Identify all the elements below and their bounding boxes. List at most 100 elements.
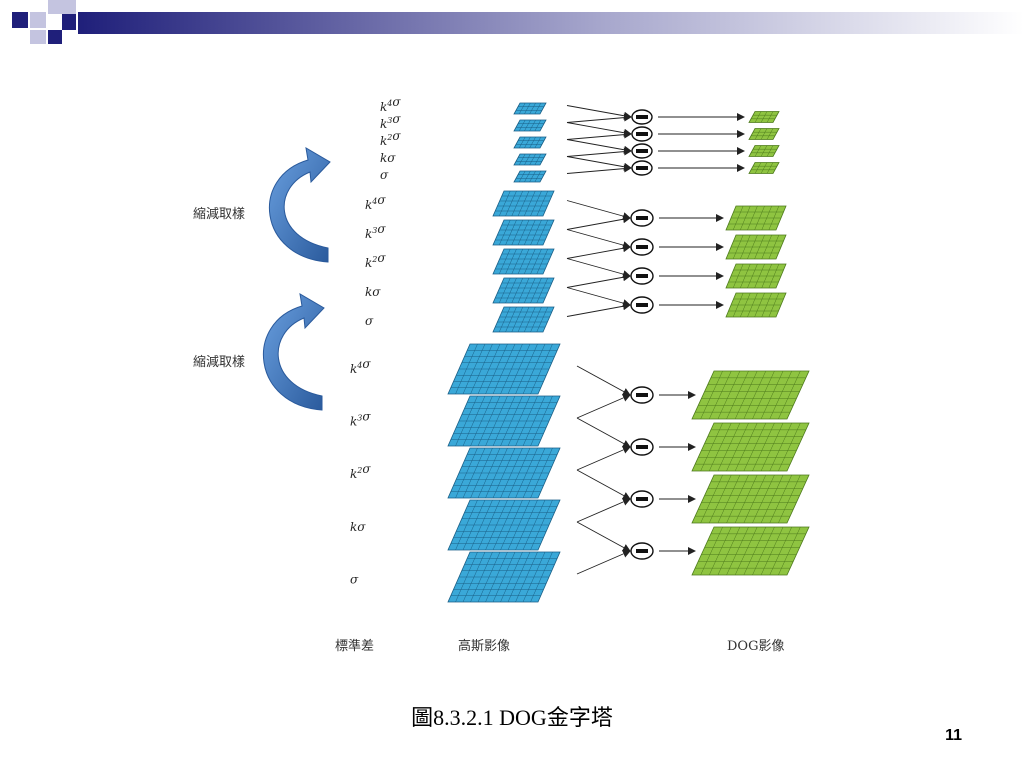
input-arrow — [566, 215, 631, 230]
input-arrow — [566, 229, 631, 249]
downsample-arrow-upper — [269, 147, 331, 263]
gaussian-image — [513, 102, 547, 115]
header-square — [48, 0, 62, 14]
header-square — [62, 14, 76, 30]
input-arrow — [566, 302, 631, 317]
subtract-operator — [630, 386, 654, 404]
sigma-label: σ — [380, 168, 389, 182]
input-arrow — [576, 446, 631, 471]
gaussian-image — [447, 395, 561, 447]
header-square — [30, 12, 46, 28]
subtract-operator — [631, 126, 653, 142]
sigma-label: kσ — [380, 151, 396, 165]
gaussian-image — [513, 136, 547, 149]
input-arrow — [566, 139, 632, 154]
figure-caption: 圖8.3.2.1 DOG金字塔 — [411, 705, 613, 730]
input-arrow — [576, 394, 631, 419]
input-arrow — [566, 258, 631, 278]
subtract-operator — [630, 542, 654, 560]
downsample-label-lower: 縮減取樣 — [193, 354, 245, 370]
input-arrow — [566, 244, 631, 259]
sigma-label: k2σ — [380, 129, 401, 148]
gaussian-image — [447, 499, 561, 551]
dog-image — [725, 234, 787, 260]
subtract-operator — [630, 296, 654, 314]
subtract-operator — [630, 438, 654, 456]
sigma-label: k3σ — [365, 222, 386, 241]
downsample-arrow-lower — [263, 293, 325, 411]
gaussian-image — [492, 190, 555, 217]
dog-images — [691, 111, 810, 576]
header-square — [12, 12, 28, 28]
subtract-operator — [630, 238, 654, 256]
dog-image — [748, 128, 780, 140]
sigma-label: k2σ — [365, 251, 386, 270]
dog-image — [725, 263, 787, 289]
downsample-arrows — [263, 147, 331, 411]
column-label-sigma: 標準差 — [335, 638, 374, 654]
dog-image — [725, 292, 787, 318]
gaussian-images — [447, 102, 561, 603]
subtract-operator — [631, 109, 653, 125]
dog-image — [748, 111, 780, 123]
gaussian-image — [513, 170, 547, 183]
sigma-label: k3σ — [350, 410, 371, 429]
header-square — [62, 0, 76, 14]
gaussian-image — [447, 551, 561, 603]
input-arrow — [566, 200, 631, 220]
gaussian-image — [492, 248, 555, 275]
subtract-operator — [631, 160, 653, 176]
downsample-label-upper: 縮減取樣 — [193, 206, 245, 222]
column-label-gaussian: 高斯影像 — [458, 638, 510, 654]
sigma-label: σ — [365, 314, 374, 328]
dog-image — [691, 474, 810, 524]
input-arrow — [566, 287, 631, 307]
dog-image — [725, 205, 787, 231]
sigma-label: kσ — [365, 285, 381, 299]
subtract-operator — [630, 209, 654, 227]
input-arrow — [566, 130, 632, 140]
sigma-label: k4σ — [350, 357, 371, 376]
sigma-label: k4σ — [380, 95, 401, 114]
input-arrow — [566, 156, 632, 171]
gaussian-image — [492, 277, 555, 304]
sigma-label: k2σ — [350, 462, 371, 481]
subtraction-connectors — [566, 105, 745, 575]
slide-header-decoration — [12, 0, 1024, 44]
gaussian-image — [492, 219, 555, 246]
dog-image — [748, 145, 780, 157]
subtract-operator — [630, 490, 654, 508]
input-arrow — [576, 417, 631, 448]
input-arrow — [566, 147, 632, 157]
dog-image — [691, 526, 810, 576]
header-gradient-bar — [78, 12, 1024, 34]
input-arrow — [576, 365, 631, 396]
gaussian-image — [447, 343, 561, 395]
sigma-label: k3σ — [380, 112, 401, 131]
sigma-label: k4σ — [365, 193, 386, 212]
subtract-operator — [630, 267, 654, 285]
gaussian-image — [492, 306, 555, 333]
dog-image — [691, 422, 810, 472]
input-arrow — [566, 113, 632, 123]
input-arrow — [566, 164, 632, 174]
header-square — [30, 30, 46, 44]
sigma-label: σ — [350, 572, 359, 586]
input-arrow — [566, 122, 632, 137]
input-arrow — [566, 273, 631, 288]
sigma-label: kσ — [350, 520, 366, 534]
column-label-dog: DOG影像 — [727, 639, 784, 654]
gaussian-image — [513, 153, 547, 166]
input-arrow — [576, 469, 631, 500]
subtract-operator — [631, 143, 653, 159]
page-number: 11 — [945, 727, 962, 744]
dog-image — [691, 370, 810, 420]
gaussian-image — [513, 119, 547, 132]
input-arrow — [576, 521, 631, 552]
input-arrow — [566, 105, 632, 120]
input-arrow — [576, 550, 631, 575]
header-square — [48, 30, 62, 44]
gaussian-image — [447, 447, 561, 499]
